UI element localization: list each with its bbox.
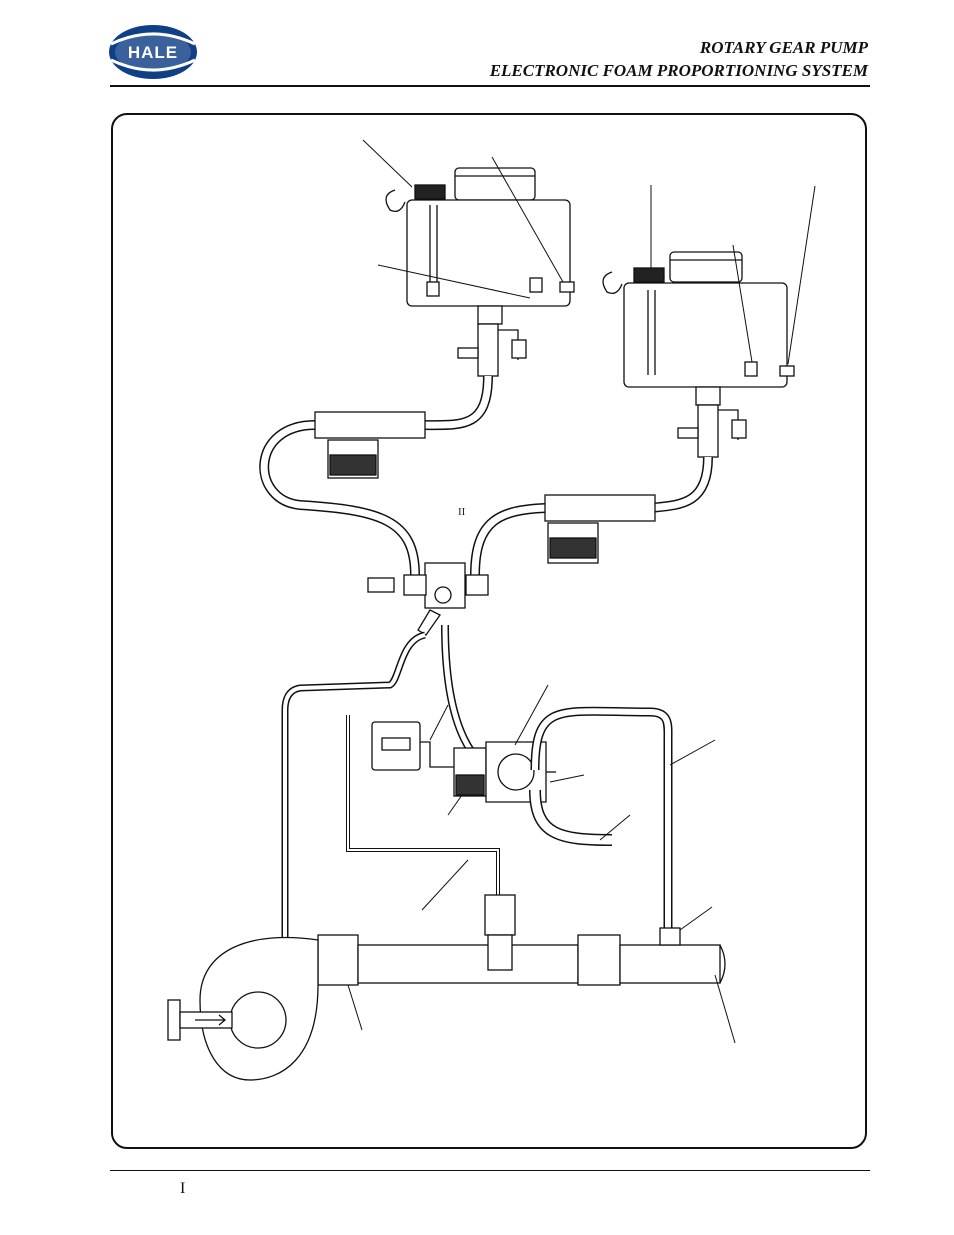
leader-lines [347,139,816,1044]
foam-tank-right [602,251,795,458]
discharge-pipe [317,894,726,986]
header-divider [110,85,870,87]
foam-tank-left [385,167,575,377]
fire-pump [167,936,319,1081]
selector-valve [367,562,489,636]
hose-left [259,375,493,576]
foam-pump-assembly [371,721,556,803]
document-header: ROTARY GEAR PUMP ELECTRONIC FOAM PROPORT… [490,36,868,82]
diagram-frame [111,113,867,1149]
discharge-hoses [346,706,673,930]
diagram-label-ii: II [458,506,466,518]
logo-text: HALE [128,43,178,62]
header-title-line2: ELECTRONIC FOAM PROPORTIONING SYSTEM [489,61,868,80]
footer-divider [110,1170,870,1171]
hose-right [470,456,713,576]
footer-page-marker: I [180,1180,186,1197]
hale-logo: HALE [109,25,197,79]
header-title-line1: ROTARY GEAR PUMP [699,38,868,57]
